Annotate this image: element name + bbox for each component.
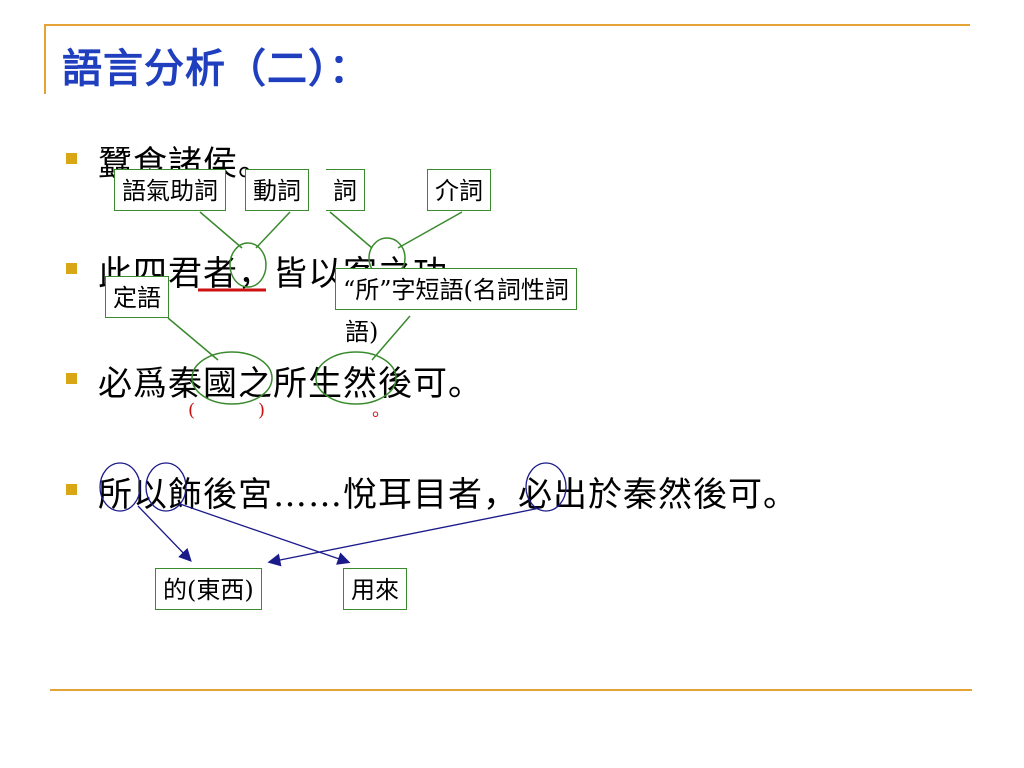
connector-line — [199, 211, 243, 249]
bullet-icon — [66, 373, 77, 384]
text-line-3: 必爲秦國之所生然後可。 — [98, 364, 483, 404]
bullet-icon — [66, 263, 77, 274]
connector-line — [167, 317, 219, 361]
connector-line — [329, 211, 373, 249]
label-box-dingyu: 定語 — [105, 276, 169, 318]
arrow-line — [179, 503, 351, 565]
bullet-icon — [66, 153, 77, 164]
suo-phrase-continuation: 語) — [345, 318, 379, 346]
label-box-yonglai: 用來 — [343, 568, 407, 610]
label-box-yuqi-zhuci: 語氣助詞 — [114, 169, 226, 211]
top-rule — [44, 24, 970, 26]
bullet-icon — [66, 484, 77, 495]
red-paren-open: ( — [188, 400, 196, 421]
red-circle-mark: 。 — [372, 400, 390, 421]
arrow-line — [267, 507, 541, 567]
highlight-ellipse — [229, 242, 267, 288]
highlight-ellipse — [191, 351, 273, 405]
label-box-ci: 詞 — [326, 169, 365, 211]
red-paren-close: ) — [258, 400, 266, 421]
highlight-ellipse — [315, 351, 397, 405]
connector-line — [255, 211, 291, 249]
label-box-jieci: 介詞 — [427, 169, 491, 211]
label-box-suo-phrase: “所”字短語(名詞性詞 — [335, 268, 577, 310]
connector-line — [371, 315, 411, 361]
left-rule — [44, 24, 46, 94]
highlight-circle — [525, 462, 567, 512]
arrow-line — [137, 505, 192, 562]
slide-title: 語言分析（二）： — [62, 45, 370, 92]
bottom-rule — [50, 689, 972, 691]
highlight-circle — [145, 462, 187, 512]
highlight-circle — [99, 462, 141, 512]
label-box-dongci: 動詞 — [245, 169, 309, 211]
connector-line — [397, 211, 463, 249]
text-line-4: 所以飾後宮……悅耳目者，必出於秦然後可。 — [98, 475, 798, 515]
label-box-de-dongxi: 的(東西) — [155, 568, 262, 610]
